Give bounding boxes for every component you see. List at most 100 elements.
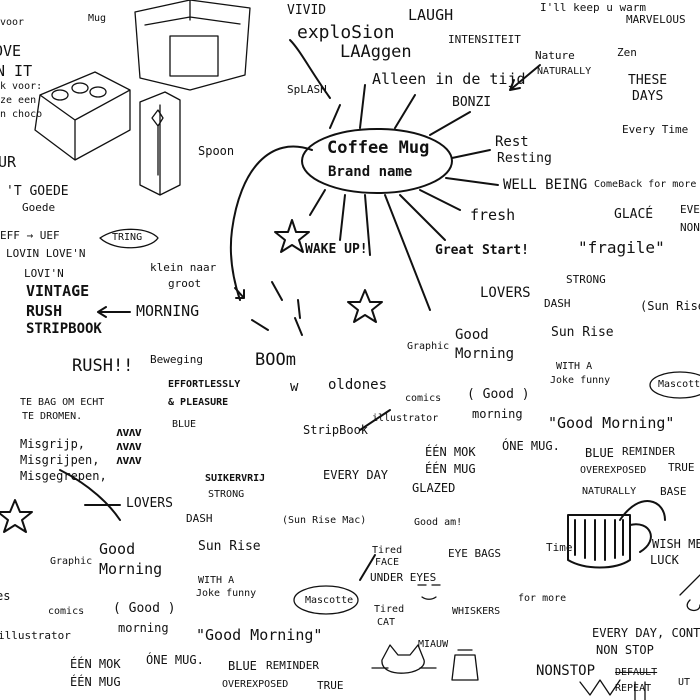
word: morning: [472, 407, 523, 421]
word: RUSH!!: [72, 356, 134, 376]
branch-line: [339, 194, 346, 241]
word: StripBook: [303, 423, 369, 437]
word: BLUE: [585, 446, 614, 460]
word: VINTAGE: [26, 282, 90, 300]
branch-line: [445, 177, 499, 186]
branch-line: [309, 189, 326, 216]
word: Misgrijp,: [20, 437, 86, 451]
word: Great Start!: [435, 243, 529, 258]
arrow: [509, 64, 541, 91]
branch-line: [419, 189, 461, 211]
mascotte-oval: [293, 585, 359, 615]
word: FACE: [375, 557, 400, 568]
word: Good: [455, 327, 489, 343]
branch-line: [364, 194, 371, 256]
word: EVE: [680, 203, 700, 216]
wiggle-row: ʌvʌv: [116, 439, 142, 453]
word: MIAUW: [418, 639, 449, 650]
word: "fragile": [578, 238, 665, 257]
word: LUCK: [650, 553, 679, 567]
word: (Sun Rise Mac): [282, 515, 367, 526]
mug-stripes: [574, 519, 624, 561]
word: WAKE UP!: [305, 242, 368, 257]
arrow: [97, 306, 131, 318]
word: Tired: [372, 545, 403, 556]
word: Sun Rise: [551, 325, 614, 340]
word: NON: [680, 221, 700, 234]
word: comics: [48, 606, 85, 617]
center-subtitle: Brand name: [328, 164, 413, 180]
word: UR: [0, 153, 17, 171]
mascotte-oval: [649, 371, 700, 399]
word: NONSTOP: [536, 663, 596, 679]
box-window: [169, 35, 219, 77]
arrow: [234, 287, 245, 299]
scribble: [634, 681, 646, 700]
word: Nature: [535, 49, 575, 62]
word: & PLEASURE: [168, 397, 229, 408]
center-ellipse: [301, 128, 453, 194]
branch-line: [394, 94, 416, 129]
mug-handle: [629, 523, 652, 553]
word: THESE: [628, 73, 668, 88]
word: "Good Morning": [548, 414, 675, 432]
word: UT: [678, 677, 691, 688]
word: EFF → UEF: [0, 229, 60, 242]
word: WITH A: [556, 361, 593, 372]
word: es: [0, 589, 11, 603]
word: UNDER EYES: [370, 571, 437, 584]
branch-line: [359, 84, 366, 129]
word: SUIKERVRIJ: [205, 473, 266, 484]
word: VIVID: [287, 3, 327, 18]
wiggle-row: ʌvʌv: [116, 425, 142, 439]
word: TE DROMEN.: [22, 411, 83, 422]
branch-line: [289, 39, 331, 99]
word: BONZI: [452, 95, 492, 110]
word: LAAggen: [340, 42, 412, 62]
branch-line: [399, 194, 446, 241]
word: ComeBack for more: [594, 179, 697, 190]
word: Misgegrepen,: [20, 469, 107, 483]
word: Zen: [617, 46, 637, 59]
box-sketch-3: [139, 91, 181, 196]
word: Joke funny: [550, 375, 611, 386]
word: k voor:: [0, 81, 43, 92]
word: LOVI'N: [24, 267, 64, 280]
word: NATURALLY: [582, 486, 637, 497]
word: STRONG: [566, 273, 606, 286]
word: Mug: [88, 13, 107, 24]
word: WELL BEING: [503, 177, 588, 193]
center-title: Coffee Mug: [327, 138, 430, 158]
word: Morning: [455, 346, 515, 362]
bell-sketch: [679, 574, 700, 612]
word: EVERY DAY: [323, 468, 389, 482]
word: TE BAG OM ECHT: [20, 397, 105, 408]
word: ÉÉN MUG: [70, 675, 121, 689]
word: STRIPBOOK: [26, 321, 102, 337]
word: LOVIN LOVE'N: [6, 247, 86, 260]
word: Graphic: [50, 556, 93, 567]
tired-face-sketch: [417, 584, 441, 600]
word: I'll keep u warm: [540, 1, 646, 14]
word: Good am!: [414, 517, 463, 528]
word: comics: [405, 393, 442, 404]
word: Resting: [497, 151, 552, 166]
word: GLAZED: [412, 481, 456, 495]
branch-line: [384, 194, 431, 311]
spoon-sketch: [151, 109, 164, 176]
word: WHISKERS: [452, 606, 501, 617]
word: Rest: [495, 134, 529, 150]
word: REMINDER: [622, 445, 675, 458]
branch-line: [359, 409, 391, 431]
word: MORNING: [136, 302, 200, 320]
word: ÉÉN MUG: [425, 462, 476, 476]
branch-line: [329, 104, 341, 129]
star-sketch: [0, 499, 33, 533]
wiggle-row: ʌvʌv: [116, 453, 142, 467]
word: BLUE: [228, 659, 257, 673]
word: NATURALLY: [537, 66, 592, 77]
word: Mascotte: [658, 379, 700, 390]
word: REPEAT: [615, 683, 652, 694]
